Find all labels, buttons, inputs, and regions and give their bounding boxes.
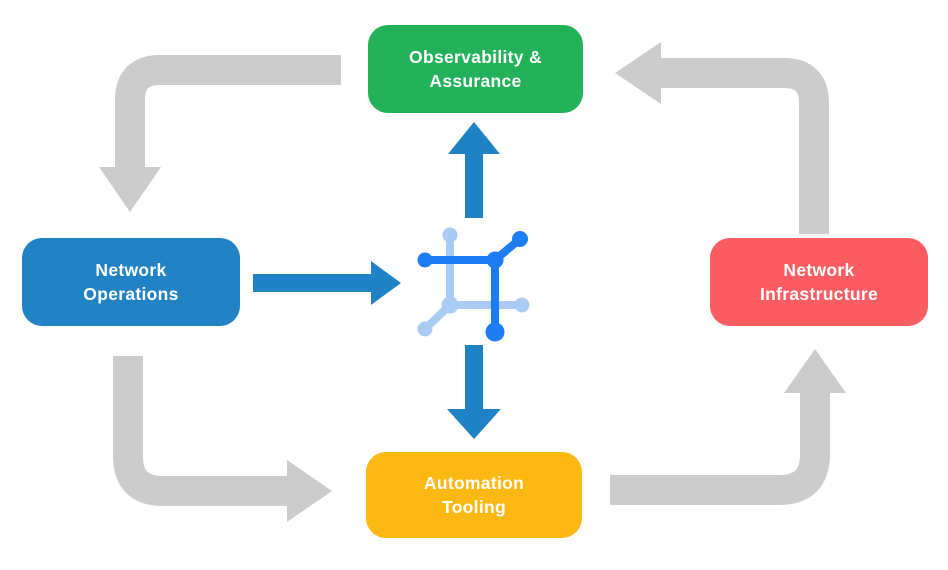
node-label: Automation Tooling — [423, 472, 525, 518]
cycle-arrow-automation-to-infrastructure — [610, 349, 846, 505]
flow-arrow-center-to-automation — [447, 345, 501, 439]
cycle-arrow-infrastructure-to-observability — [615, 42, 829, 234]
network-mesh-icon — [417, 227, 530, 342]
cycle-arrow-observability-to-operations — [99, 55, 341, 212]
flow-arrow-operations-to-center — [253, 261, 401, 305]
node-label: Network Operations — [83, 259, 179, 305]
cycle-arrow-operations-to-automation — [113, 356, 332, 522]
flow-arrow-center-to-observability — [448, 122, 500, 218]
node-network-operations: Network Operations — [22, 238, 240, 326]
node-network-infrastructure: Network Infrastructure — [710, 238, 928, 326]
node-label: Network Infrastructure — [760, 259, 878, 305]
node-observability-assurance: Observability & Assurance — [368, 25, 583, 113]
node-label: Observability & Assurance — [409, 46, 542, 92]
node-automation-tooling: Automation Tooling — [366, 452, 582, 538]
